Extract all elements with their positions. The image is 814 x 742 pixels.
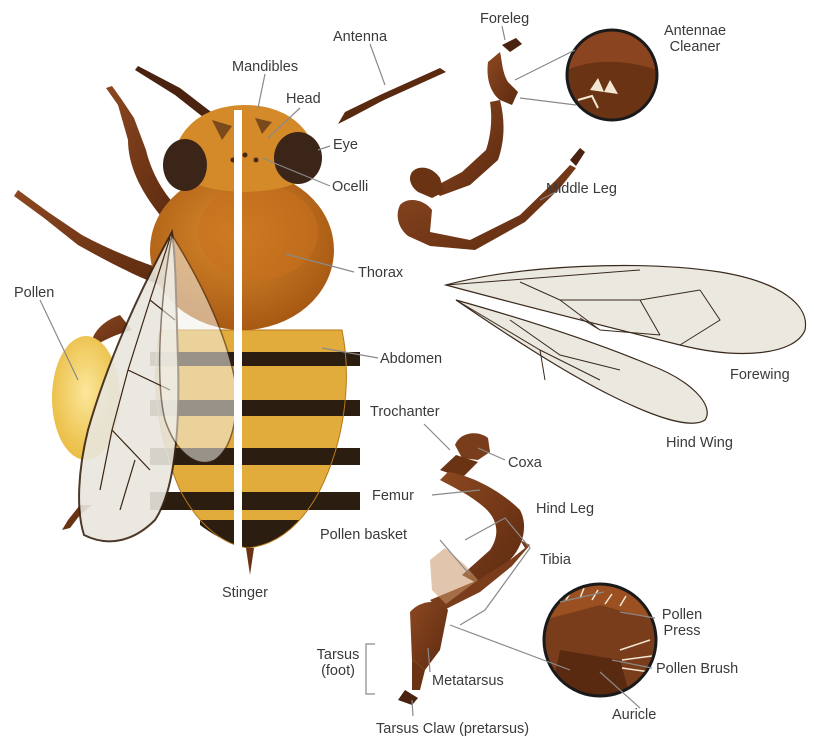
hind-leg-drawing: [398, 433, 530, 705]
label-pollen-brush: Pollen Brush: [656, 662, 738, 677]
label-auricle: Auricle: [612, 708, 656, 723]
label-coxa: Coxa: [508, 456, 542, 471]
label-pollen-basket: Pollen basket: [320, 528, 407, 543]
label-thorax: Thorax: [358, 266, 403, 281]
bee-body: [14, 66, 360, 575]
bee-left-middle-leg: [14, 190, 165, 285]
label-metatarsus: Metatarsus: [432, 674, 504, 689]
label-mandibles: Mandibles: [232, 60, 298, 75]
label-tarsus-line2: (foot): [306, 664, 370, 679]
label-hind-wing: Hind Wing: [666, 436, 733, 451]
antennae-cleaner-magnifier: [567, 30, 657, 120]
label-head: Head: [286, 92, 321, 107]
label-middle-leg: Middle Leg: [546, 182, 617, 197]
label-tarsus-claw: Tarsus Claw (pretarsus): [376, 722, 529, 737]
pollen-press-magnifier: [544, 584, 656, 696]
bee-head: [163, 105, 322, 192]
foreleg-drawing: [410, 38, 522, 198]
label-tibia: Tibia: [540, 553, 571, 568]
label-ocelli: Ocelli: [332, 180, 368, 195]
label-pollen-press-line2: Press: [654, 624, 710, 639]
label-abdomen: Abdomen: [380, 352, 442, 367]
bee-stinger: [246, 548, 254, 575]
label-forewing: Forewing: [730, 368, 790, 383]
label-femur: Femur: [372, 489, 414, 504]
label-antennae-cleaner-line1: Antennae: [658, 24, 732, 39]
label-antenna: Antenna: [333, 30, 387, 45]
label-tarsus-line1: Tarsus: [306, 648, 370, 663]
label-pollen: Pollen: [14, 286, 54, 301]
label-eye: Eye: [333, 138, 358, 153]
label-pollen-press-line1: Pollen: [654, 608, 710, 623]
detached-antenna: [338, 68, 446, 124]
forewing-drawing: [446, 266, 806, 354]
label-antennae-cleaner-line2: Cleaner: [658, 40, 732, 55]
label-foreleg: Foreleg: [480, 12, 529, 27]
label-stinger: Stinger: [222, 586, 268, 601]
label-hind-leg: Hind Leg: [536, 502, 594, 517]
label-trochanter: Trochanter: [370, 405, 440, 420]
